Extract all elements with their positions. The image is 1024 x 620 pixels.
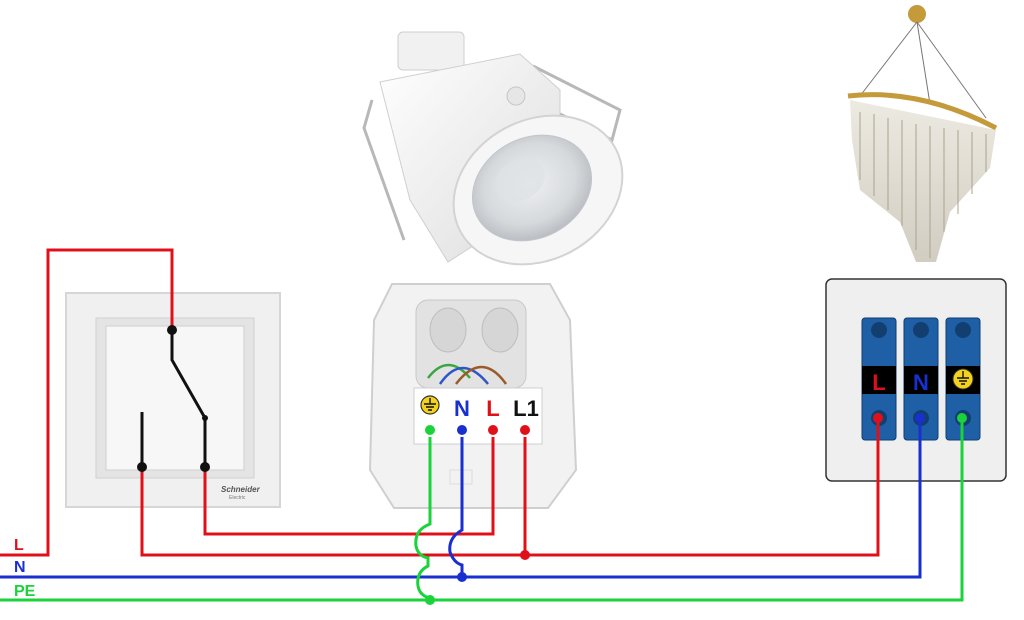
sensor-terminal-neutral: N bbox=[454, 396, 470, 421]
junction-label-neutral: N bbox=[913, 370, 929, 395]
wire-neutral-sensor bbox=[448, 430, 464, 577]
wire-earth-sensor bbox=[414, 430, 432, 600]
junction-dots bbox=[137, 325, 967, 605]
wires bbox=[0, 248, 964, 602]
switch-brand: Schneider bbox=[221, 485, 261, 494]
switch-brand-sub: Electric bbox=[229, 495, 246, 501]
wire-line-supply bbox=[0, 248, 174, 557]
wire-earth-bus bbox=[0, 418, 964, 602]
switch-contact bbox=[170, 330, 207, 467]
wire-switched-to-lamp bbox=[140, 418, 880, 557]
sensor-earth-symbol-icon bbox=[420, 395, 440, 415]
motion-sensor-icon bbox=[362, 31, 624, 266]
junction-earth-symbol-icon bbox=[952, 368, 974, 390]
junction-label-line: L bbox=[872, 370, 885, 395]
sensor-terminal-line: L bbox=[486, 396, 499, 421]
bus-label-line: L bbox=[14, 537, 24, 554]
junction-box-icon: L N bbox=[825, 278, 1007, 482]
bus-label-earth: PE bbox=[14, 583, 36, 600]
sensor-terminal-base: N L L1 bbox=[368, 283, 578, 509]
wire-neutral-bus bbox=[0, 418, 922, 579]
bus-label-neutral: N bbox=[14, 559, 26, 576]
wire-switched-to-sensor bbox=[203, 430, 495, 536]
chandelier-icon bbox=[847, 5, 998, 262]
sensor-terminal-load: L1 bbox=[513, 396, 539, 421]
